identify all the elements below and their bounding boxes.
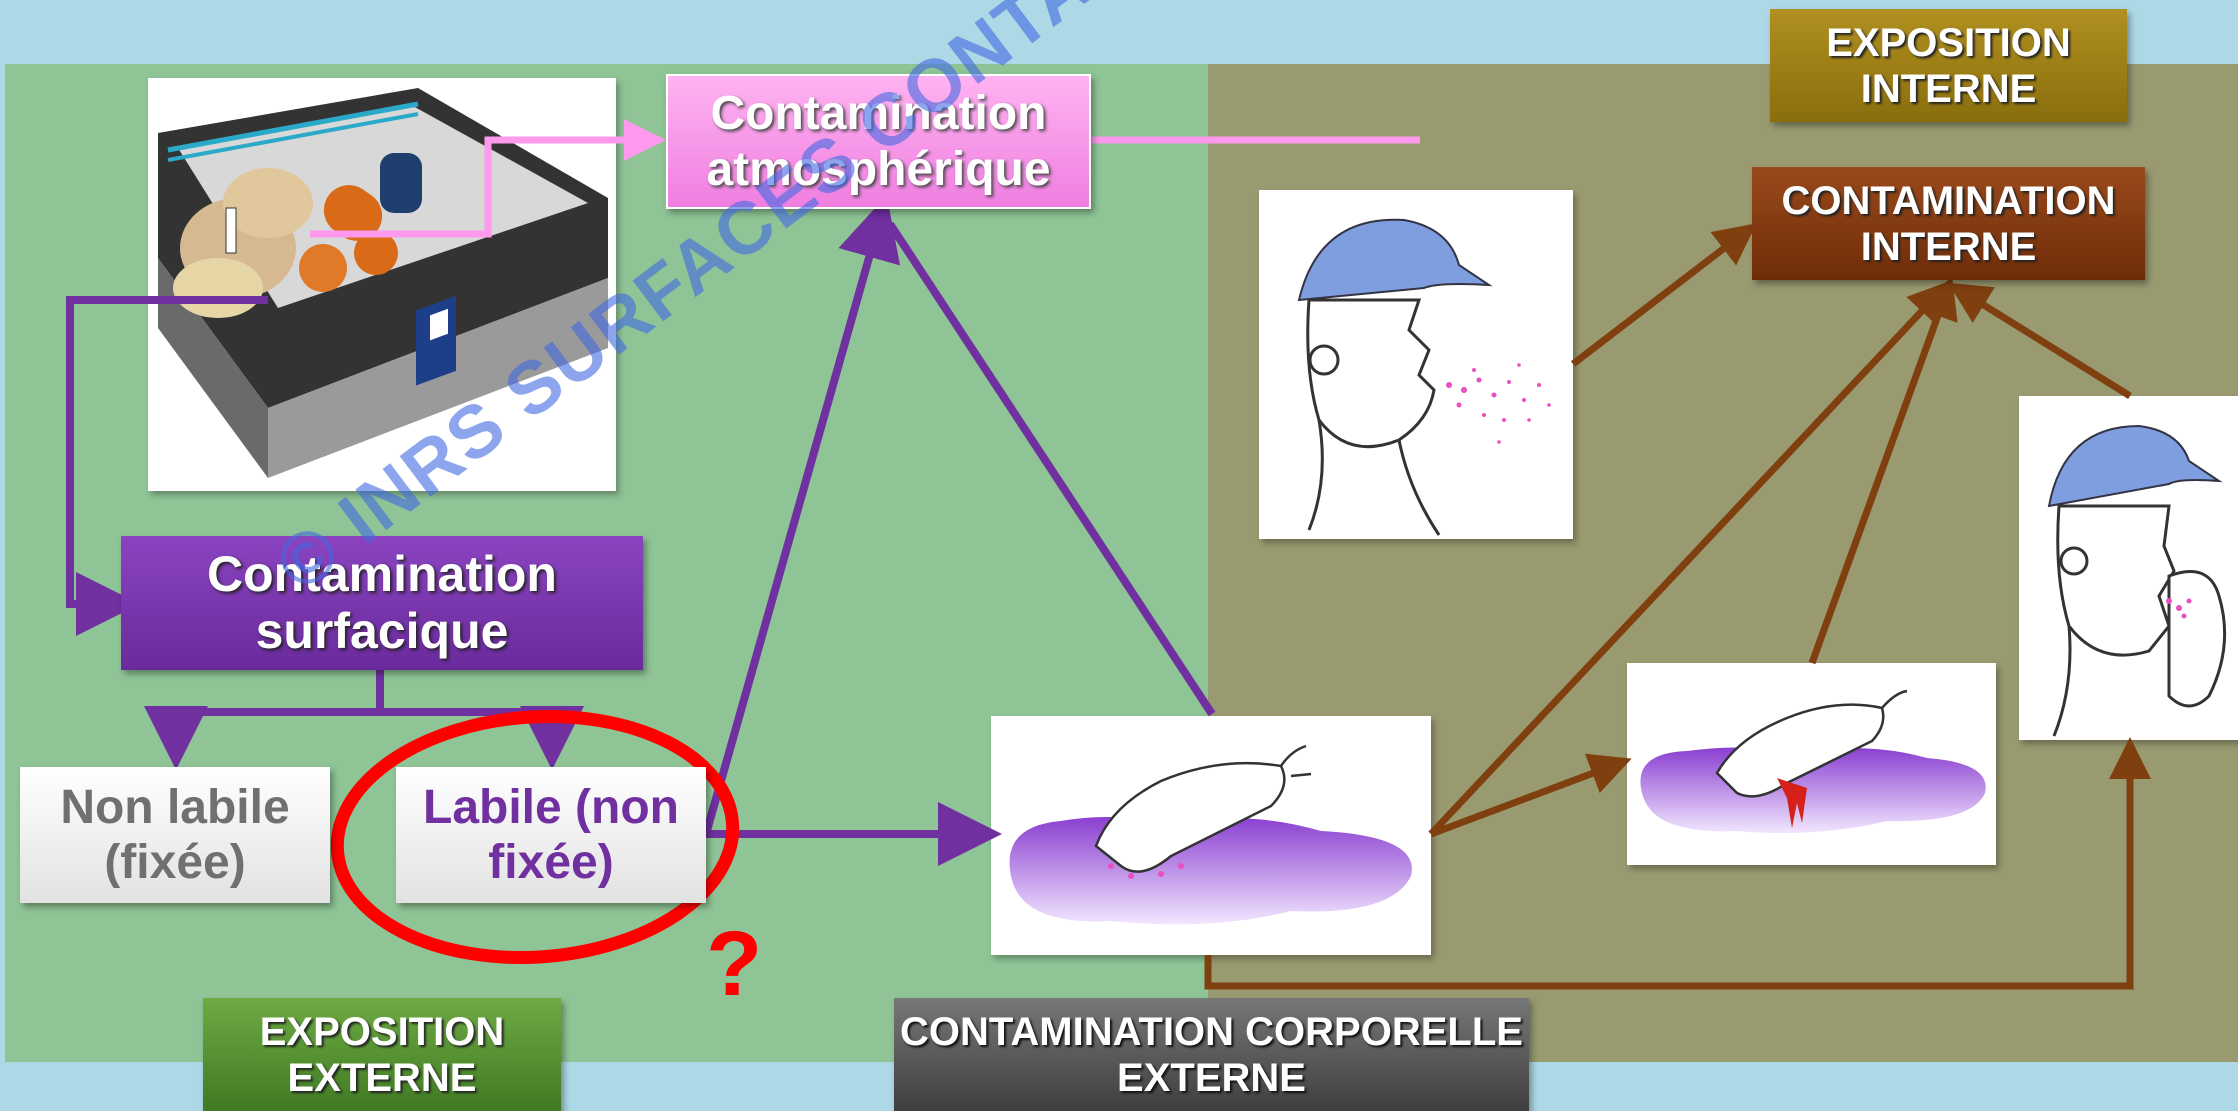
atmospheric-contamination-box: Contamination atmosphérique (666, 74, 1091, 209)
internal-contamination-box: CONTAMINATION INTERNE (1752, 167, 2145, 280)
arrow-hand-to-mouth (1208, 758, 2130, 986)
arrow-labile-to-atmospheric (706, 226, 878, 834)
external-exposure-label: EXPOSITION EXTERNE (203, 998, 561, 1111)
arrow-mouth-to-internal (1966, 294, 2130, 396)
external-body-contamination-label: CONTAMINATION CORPORELLE EXTERNE (894, 998, 1529, 1111)
question-mark: ? (706, 918, 762, 1010)
non-labile-box: Non labile (fixée) (20, 767, 330, 903)
internal-exposure-label: EXPOSITION INTERNE (1770, 9, 2127, 122)
line-hand-to-atmospheric (890, 224, 1212, 714)
arrow-hand-to-internal (1431, 296, 1936, 834)
labile-box: Labile (non fixée) (396, 767, 706, 903)
arrow-wound-to-internal (1812, 296, 1945, 663)
arrow-nose-to-internal (1573, 236, 1740, 364)
surface-contamination-box: Contamination surfacique (121, 536, 643, 670)
arrow-room-to-atmospheric (310, 140, 645, 234)
